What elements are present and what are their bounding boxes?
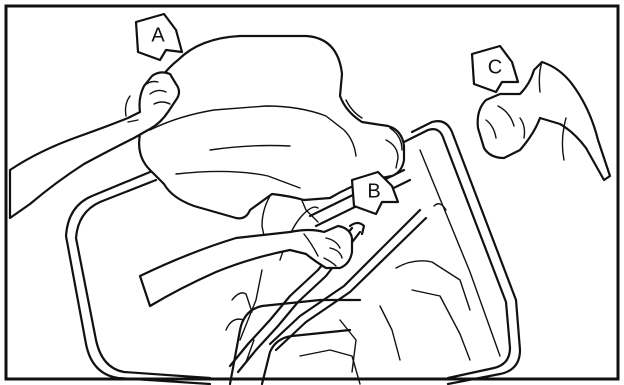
callout-b: B <box>352 172 398 214</box>
callout-c-label: C <box>488 56 502 78</box>
callout-a-label: A <box>151 24 165 46</box>
seat-frame-right <box>404 121 520 384</box>
callout-a: A <box>136 14 182 60</box>
seat-cushion <box>226 196 470 384</box>
callout-c: C <box>472 46 518 92</box>
callout-b-label: B <box>367 180 380 202</box>
